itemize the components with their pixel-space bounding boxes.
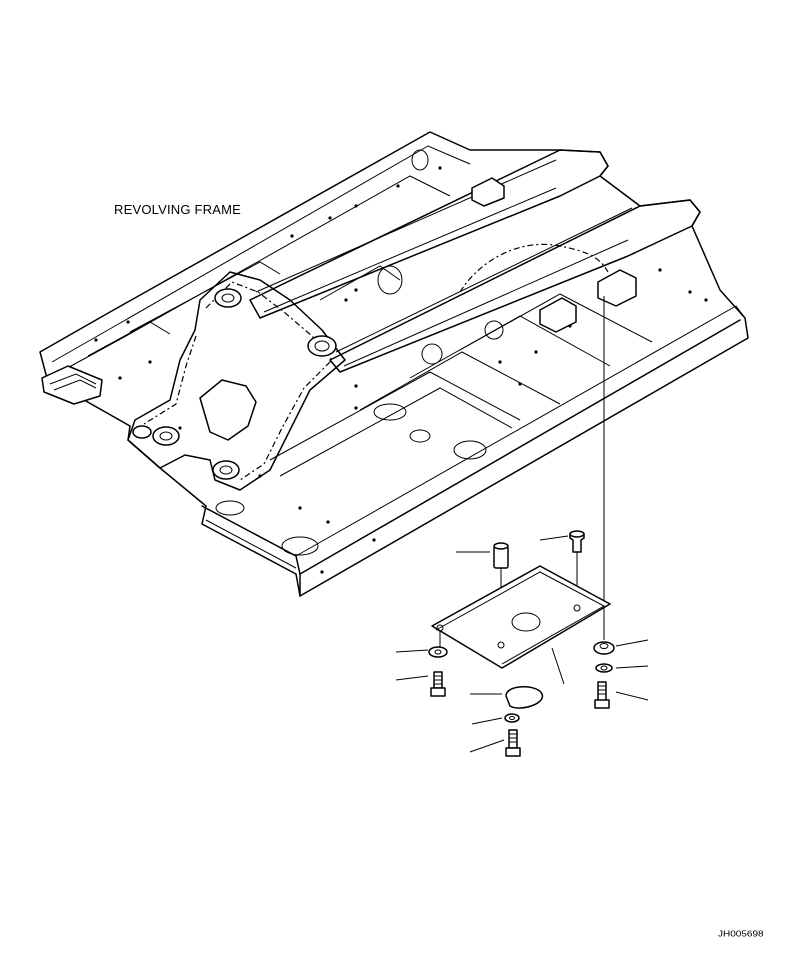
bolt-middle [505,729,521,757]
cover-cap [505,686,543,709]
revolving-frame-label: REVOLVING FRAME [114,202,242,217]
washer-left [428,646,448,658]
drawing-id-label: JH005698 [718,929,764,940]
mount-stack-right [593,641,615,673]
spacer-pin-left [493,542,509,569]
cover-plate [431,565,611,669]
spacer-pin-right [569,530,585,553]
bolt-left [430,671,446,697]
washer-middle [504,713,520,723]
bolt-right [594,681,610,709]
cover-plate-assembly [395,296,649,757]
callout-leaders [395,535,649,753]
revolving-frame [39,131,749,597]
frame-bolt-dots [94,166,708,574]
